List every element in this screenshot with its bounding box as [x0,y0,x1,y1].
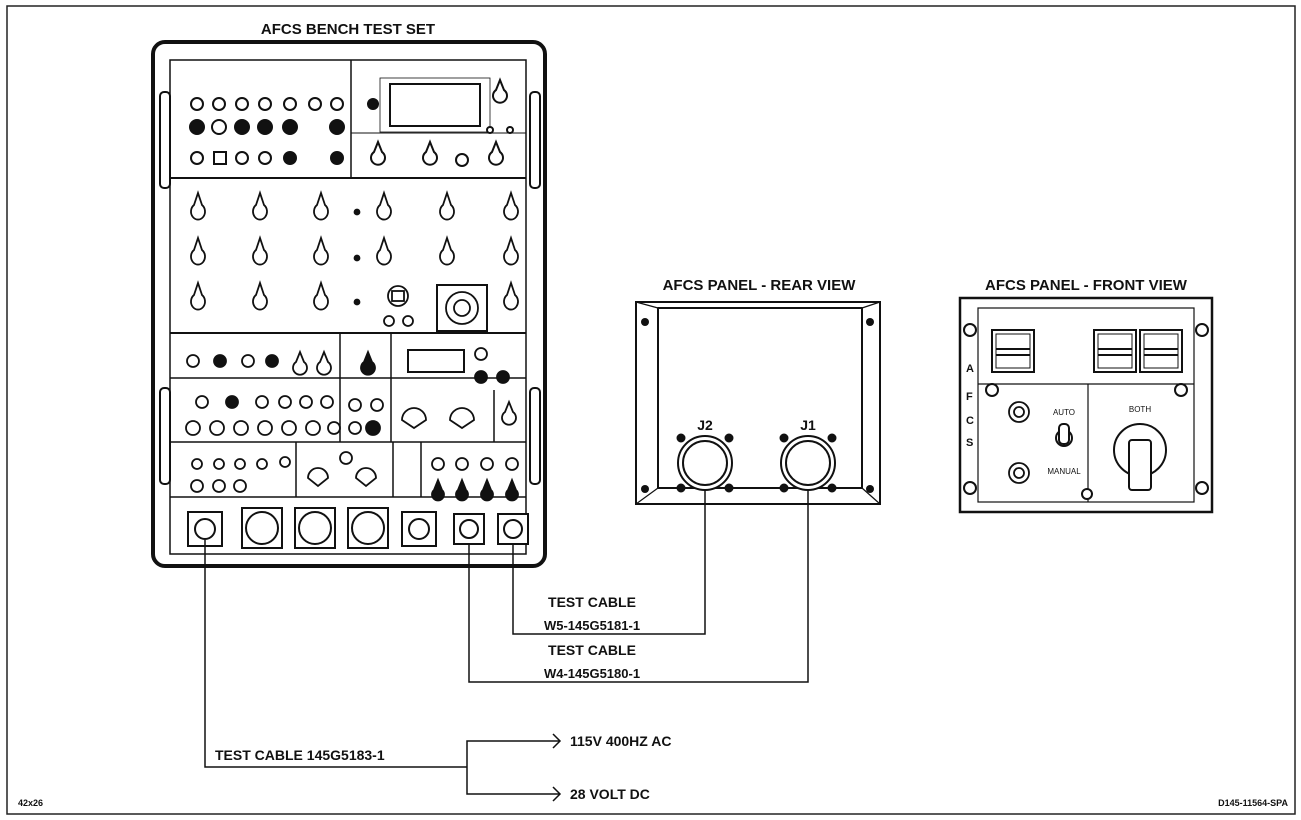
cable-w5-part: W5-145G5181-1 [544,618,640,633]
handle-left-bottom [160,388,170,484]
cable-dc-branch [467,767,560,794]
connector-j1-label: J1 [800,417,816,433]
handle-right-bottom [530,388,540,484]
toggle-auto-label: AUTO [1053,408,1075,417]
afcs-front-panel: AFCS PANEL - FRONT VIEW A F C S [960,277,1212,512]
cable-w5-title: TEST CABLE [548,594,636,610]
side-letter-s: S [966,437,973,449]
cable-w4-part: W4-145G5180-1 [544,666,640,681]
figure-corner-left: 42x26 [18,798,43,808]
side-letter-c: C [966,415,974,427]
front-panel-title: AFCS PANEL - FRONT VIEW [985,277,1188,294]
rear-panel-title: AFCS PANEL - REAR VIEW [663,277,857,294]
selector-both-label: BOTH [1129,405,1151,414]
bench-test-set: AFCS BENCH TEST SET [153,21,545,566]
power-cable-label: TEST CABLE 145G5183-1 [215,747,385,763]
afcs-rear-panel: AFCS PANEL - REAR VIEW J2 J1 [636,277,880,504]
cable-ac-branch [467,741,560,767]
figure-corner-right: D145-11564-SPA [1218,798,1288,808]
cable-w4-title: TEST CABLE [548,642,636,658]
handle-right-top [530,92,540,188]
handle-left-top [160,92,170,188]
side-letter-a: A [966,363,974,375]
dc-power-label: 28 VOLT DC [570,786,650,802]
cable-power-line [205,540,467,767]
connector-j2 [678,435,733,492]
bench-title: AFCS BENCH TEST SET [261,21,435,38]
connector-j2-label: J2 [697,417,713,433]
toggle-manual-label: MANUAL [1047,467,1081,476]
auto-manual-toggle [1056,424,1072,446]
bench-display-window [390,84,480,126]
connector-j1 [781,435,836,492]
ac-power-label: 115V 400HZ AC [570,733,671,749]
side-letter-f: F [966,391,973,403]
